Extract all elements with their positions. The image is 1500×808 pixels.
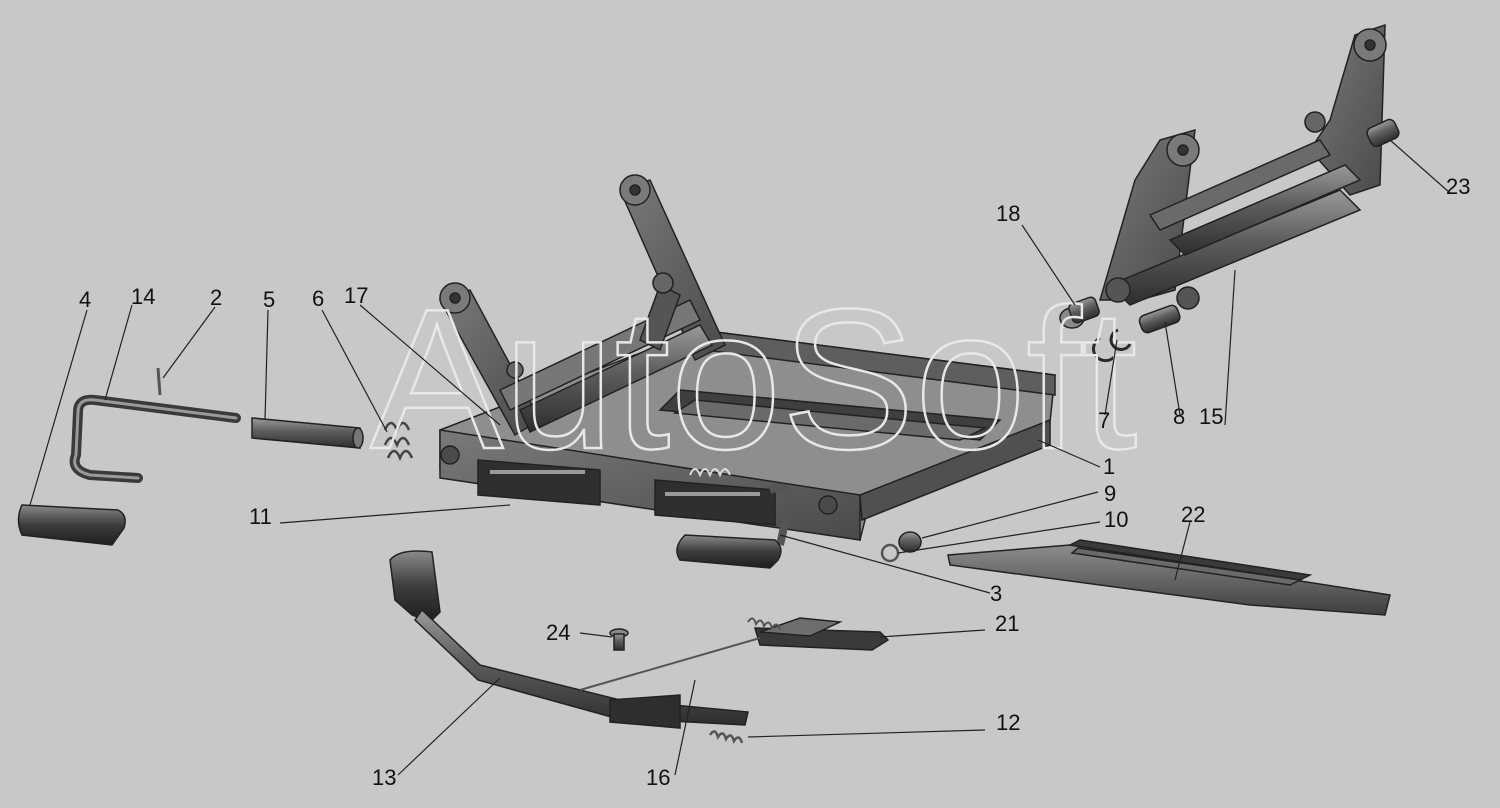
cable-16 bbox=[579, 637, 761, 691]
bushing-9 bbox=[898, 531, 922, 553]
watermark: AutoSoft bbox=[370, 268, 1137, 491]
callout-labels: 4 14 2 5 6 17 18 23 7 8 15 1 9 10 22 11 … bbox=[79, 174, 1470, 790]
callout-14: 14 bbox=[131, 284, 155, 309]
rod-14 bbox=[69, 394, 241, 483]
bushing-18 bbox=[1059, 296, 1100, 329]
pedal-lever-13 bbox=[389, 550, 749, 729]
pin-23 bbox=[1366, 118, 1400, 148]
callout-7: 7 bbox=[1098, 408, 1110, 433]
callout-22: 22 bbox=[1181, 502, 1205, 527]
callout-11: 11 bbox=[249, 504, 272, 529]
callout-10: 10 bbox=[1104, 507, 1128, 532]
spring-12 bbox=[708, 730, 744, 745]
callout-24: 24 bbox=[546, 620, 570, 645]
bracket-21 bbox=[753, 617, 890, 651]
bolt-24 bbox=[609, 628, 629, 651]
callout-5: 5 bbox=[263, 287, 275, 312]
callout-15: 15 bbox=[1199, 404, 1223, 429]
retaining-rings-7 bbox=[1092, 328, 1132, 363]
callout-1: 1 bbox=[1103, 454, 1115, 479]
callout-6: 6 bbox=[312, 286, 324, 311]
callout-4: 4 bbox=[79, 287, 91, 312]
seat-frame bbox=[438, 174, 1056, 541]
leader-lines bbox=[29, 139, 1451, 776]
handle-pad-4 bbox=[17, 504, 126, 546]
callout-17: 17 bbox=[344, 283, 368, 308]
callout-21: 21 bbox=[995, 611, 1019, 636]
callout-12: 12 bbox=[996, 710, 1020, 735]
pin-8 bbox=[1138, 304, 1181, 334]
spring-small bbox=[747, 617, 781, 631]
callout-13: 13 bbox=[372, 765, 396, 790]
handle-3 bbox=[676, 483, 795, 569]
callout-18: 18 bbox=[996, 201, 1020, 226]
callout-8: 8 bbox=[1173, 404, 1185, 429]
pin-2 bbox=[156, 367, 162, 396]
callout-3: 3 bbox=[990, 581, 1002, 606]
callout-2: 2 bbox=[210, 285, 222, 310]
rail-22 bbox=[947, 539, 1391, 616]
callout-9: 9 bbox=[1104, 481, 1116, 506]
ring-10 bbox=[880, 543, 900, 563]
callout-16: 16 bbox=[646, 765, 670, 790]
callout-23: 23 bbox=[1446, 174, 1470, 199]
upper-linkage bbox=[1099, 23, 1387, 310]
spring-6 bbox=[383, 421, 414, 462]
tube-5 bbox=[251, 417, 364, 449]
